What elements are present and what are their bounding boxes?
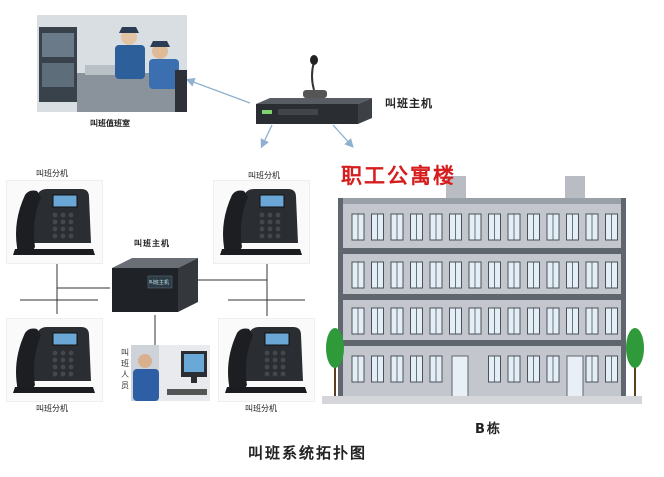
roof-block-right [565,176,585,198]
building [322,176,644,404]
extension-label-bottom-left: 叫班分机 [36,404,68,413]
center-host-side [178,258,198,312]
floor-band-3 [338,340,626,346]
center-host-panel-text: 叫班主机 [149,280,170,286]
arrow-to-building [332,124,354,148]
arrow-to-extension-left [260,124,273,149]
extension-phone-top-right[interactable] [213,180,310,264]
extension-label-bottom-right: 叫班分机 [245,404,277,413]
extension-label-top-right: 叫班分机 [248,171,280,180]
extension-label-top-left: 叫班分机 [36,169,68,178]
windows [351,213,618,383]
tree-right [626,328,644,396]
phone-icon [225,327,307,393]
phone-icon [220,189,302,255]
main-host-label: 叫班主机 [385,97,433,110]
operator-photo [131,345,210,401]
rack-side [358,98,372,124]
duty-room-scene [37,15,187,112]
center-host-panel [147,275,173,289]
rack-slot [278,109,318,115]
extension-phone-bottom-right[interactable] [218,318,315,402]
main-host-device [256,55,372,124]
building-sign: 职工公寓楼 [341,163,456,188]
center-host-device [112,258,198,312]
floor-band-1 [338,248,626,254]
phone-icon [13,189,95,255]
phone-icon [13,327,95,393]
extension-phone-top-left[interactable] [6,180,103,264]
tree-left [326,328,344,396]
building-name: B栋 [475,422,502,437]
microphone-head [310,55,318,65]
center-host-label: 叫班主机 [134,239,170,248]
diagram-title: 叫班系统拓扑图 [248,444,368,462]
floor-band-2 [338,294,626,300]
door-right [566,355,584,401]
extension-phone-bottom-left[interactable] [6,318,103,402]
arrow-to-duty-room [185,77,251,104]
center-host-top [112,258,198,268]
microphone-base [303,90,327,98]
rack-top [256,98,372,104]
door-left [451,355,469,401]
operator-label: 叫班人员 [121,348,129,390]
center-host-front [112,268,178,312]
operator-head [138,354,152,368]
rack-indicator [262,110,272,114]
roof-block-left [446,176,466,198]
duty-room-photo [37,15,187,112]
operator-body [133,369,159,401]
duty-room-label: 叫班值班室 [90,119,130,128]
